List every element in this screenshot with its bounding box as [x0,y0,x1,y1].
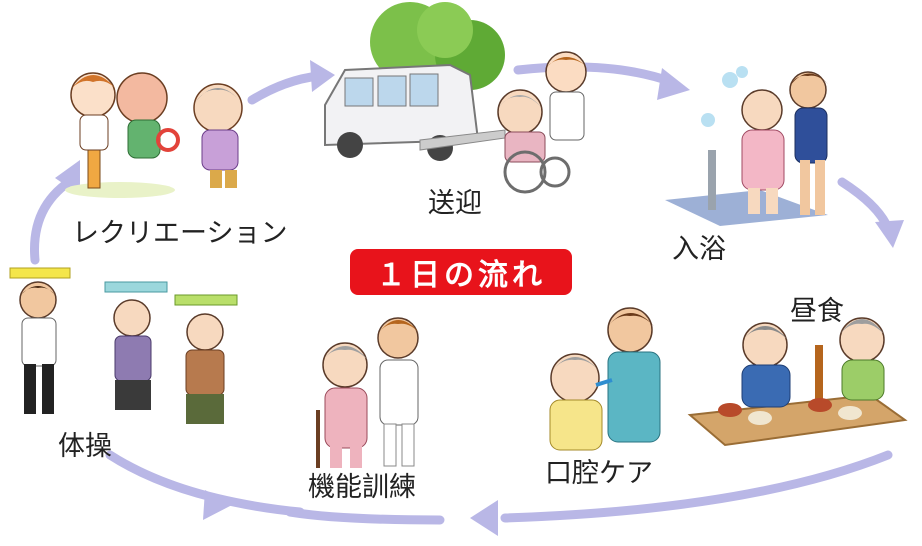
arrow-oralcare-to-training [285,507,445,525]
lunch-illustration [687,317,908,447]
cycle-arrows [30,60,904,536]
arrow-training-to-exercise [105,450,305,517]
step-label-pickup: 送迎 [428,188,482,219]
step-label-oral-care: 口腔ケア [545,458,653,489]
arrow-head-exercise [203,490,232,520]
step-label-recreation: レクリエーション [72,218,287,249]
van-pickup-illustration [324,2,588,194]
arrow-head-pickup [310,60,335,92]
arrow-lunch-to-oralcare [500,450,893,523]
arrow-head-bath [657,68,690,100]
arrow-head-oralcare [470,500,498,536]
arrow-pickup-to-bath [513,62,677,87]
step-label-bath: 入浴 [672,234,726,265]
oral-care-illustration [549,307,661,451]
diagram-title: １日の流れ [376,258,546,293]
step-label-training: 機能訓練 [308,472,416,503]
arrow-bath-to-lunch [837,177,893,233]
step-label-lunch: 昼食 [790,296,844,327]
exercise-illustration [9,267,238,424]
arrow-recreation-to-pickup [247,71,323,105]
walking-training-illustration [316,317,420,468]
title-badge: １日の流れ [350,249,572,295]
recreation-illustration [65,72,243,198]
arrow-head-lunch [875,220,904,248]
bathing-illustration [665,66,828,226]
step-label-exercise: 体操 [58,431,112,462]
